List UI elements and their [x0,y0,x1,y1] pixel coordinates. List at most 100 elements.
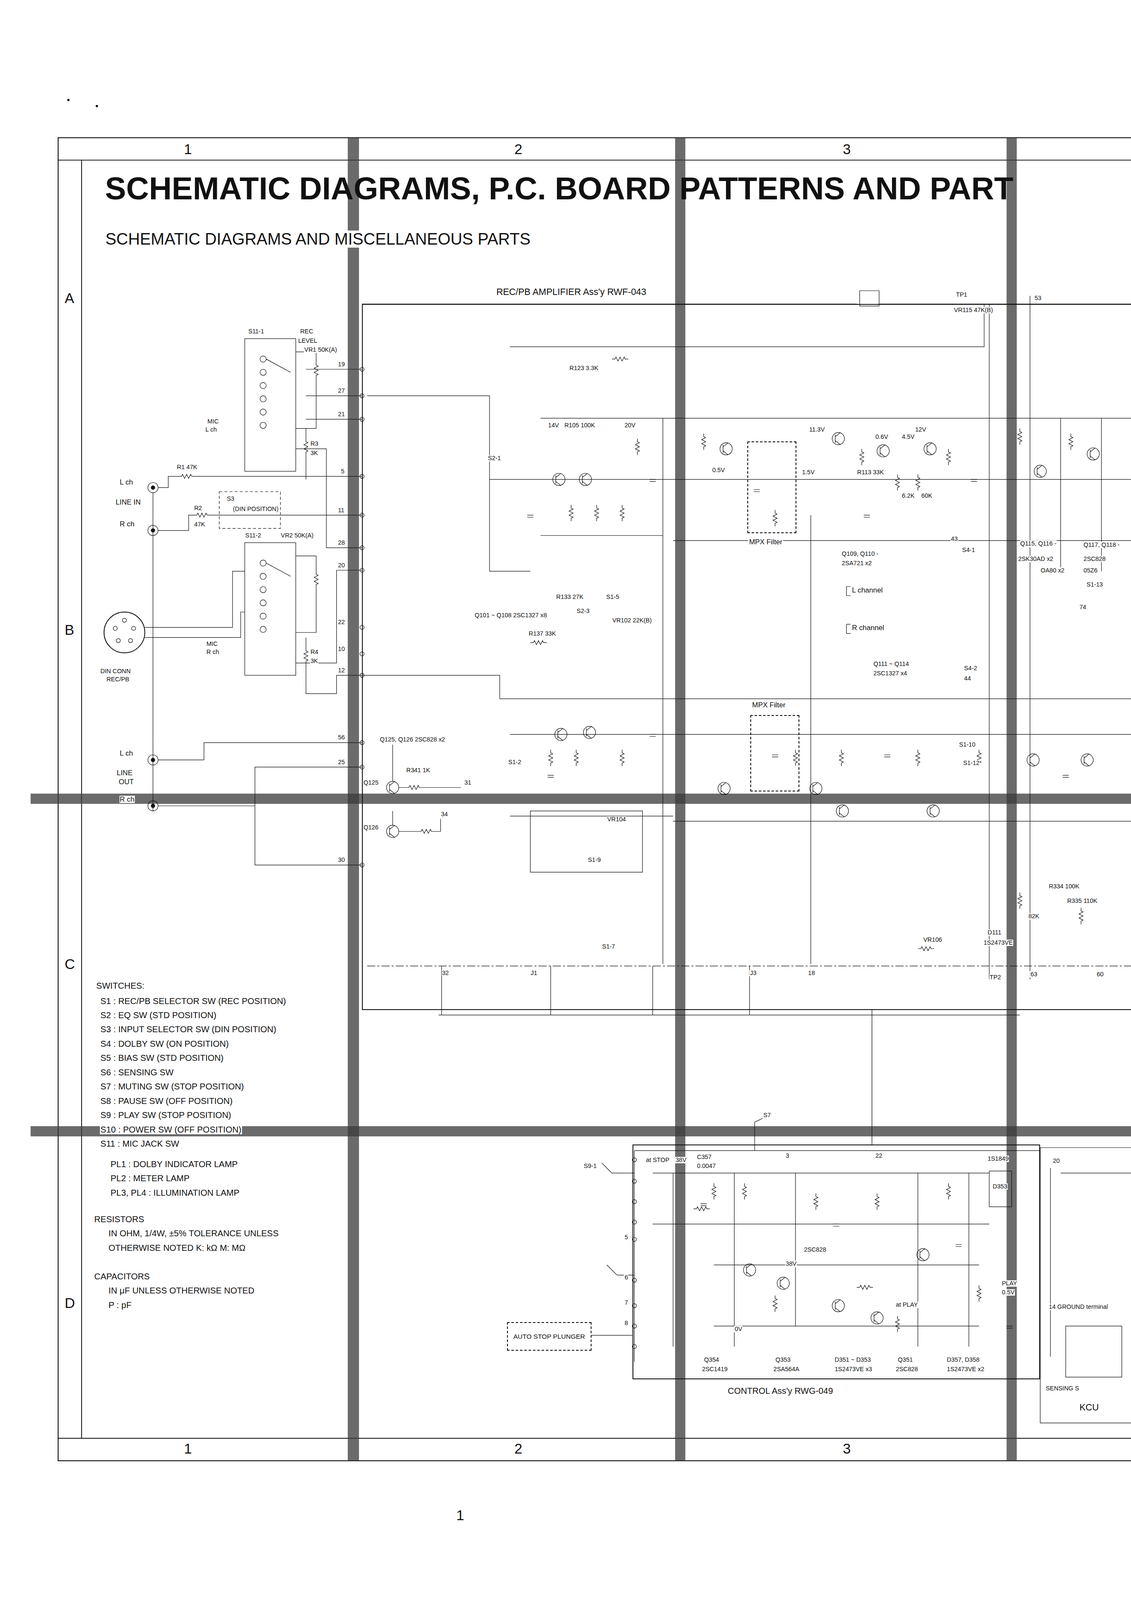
component-label: 31 [463,779,472,786]
component-label: 20V [623,422,636,429]
component-label: D111 [987,929,1002,936]
jack-symbol [147,525,158,536]
component-label: 22 [337,618,346,626]
component-label: 4.5V [901,433,915,441]
component-label: C357 [696,1153,712,1161]
component-label: L ch [119,749,134,758]
component-label: R2 [193,504,203,512]
wire-connector [591,1334,633,1336]
speck [96,104,98,107]
component-label: L ch [119,478,134,487]
jack-pin [151,528,155,533]
component-label: VR1 50K(A) [303,346,338,353]
component-label: S1-9 [587,856,601,863]
note-text: IN OHM, 1/4W, ±5% TOLERANCE UNLESS [107,1228,279,1238]
component-label: 18 [807,969,816,977]
component-label: 32 [441,969,450,977]
switch-outline [219,491,281,529]
component-label: D351 ~ D353 [834,1356,872,1363]
switch-contacts [259,355,291,633]
component-label: 30 [337,856,346,863]
component-label: 0.5V [711,466,726,474]
component-label: R ch [119,795,135,804]
component-label: 1S2473VE [983,939,1014,946]
component-label: 05Z6 [1083,567,1099,574]
component-label: 3K [309,449,319,457]
component-label: OA80 x2 [1040,567,1065,574]
component-label: R123 3.3K [568,364,599,372]
note-text: SWITCHES: [96,981,146,991]
component-label: VR106 [923,936,943,943]
speck [67,99,70,101]
component-label: LEVEL [297,337,318,344]
component-label: 0.5V [1001,1288,1015,1296]
switch-outline [244,338,296,472]
note-text: S3 : INPUT SELECTOR SW (DIN POSITION) [99,1024,277,1034]
component-label: R133 27K [555,593,584,601]
grid-reference: C [64,956,76,972]
component-label: 2SC828 [895,1365,919,1373]
component-label: 2SA721 x2 [841,559,872,567]
component-label: 20 [337,562,346,569]
component-label: 56 [337,734,346,741]
component-label: VR2 50K(A) [280,532,314,539]
page-title: SCHEMATIC DIAGRAMS, P.C. BOARD PATTERNS … [104,171,1014,206]
component-label: 43 [950,535,959,543]
component-label: 34 [440,810,449,818]
subtitle: SCHEMATIC DIAGRAMS AND MISCELLANEOUS PAR… [104,230,531,248]
component-label: 74 [1078,603,1087,611]
component-label: 63 [1029,970,1038,978]
component-label: Q111 ~ Q114 [872,660,910,668]
component-label: D353 [992,1183,1008,1190]
note-text: PL1 : DOLBY INDICATOR LAMP [110,1159,239,1169]
box-heading: CONTROL Ass'y RWG-049 [726,1385,834,1396]
component-label: REC/PB [106,676,130,683]
note-text: S6 : SENSING SW [99,1067,174,1077]
component-label: 11 [337,507,345,514]
component-label: TP1 [955,291,968,298]
component-label: 10 [337,645,346,653]
note-text: OTHERWISE NOTED K: kΩ M: MΩ [107,1243,246,1253]
box-heading: MPX Filter [748,538,784,546]
component-label: R1 47K [176,463,198,471]
note-text: PL2 : METER LAMP [110,1173,190,1183]
component-label: S1-12 [962,759,980,767]
component-label: S11-2 [244,532,262,539]
grid-reference: 2 [513,141,523,157]
component-label: 1S1849 [987,1155,1009,1162]
component-label: 1.5V [801,469,815,476]
component-label: S3 [226,495,235,502]
component-label: 8 [623,1319,629,1327]
component-label: 60 [1096,970,1105,978]
jack-pin [151,803,155,808]
component-label: Q109, Q110 - [841,550,879,557]
component-label: S1-7 [601,943,616,950]
component-label: 5 [340,468,345,475]
component-label: 1S2473VE x3 [834,1365,873,1373]
component-label: 2SC828 [1083,555,1107,563]
component-label: (DIN POSITION) [232,505,280,513]
component-label: R137 33K [528,630,557,637]
wire-connector [871,1009,872,1145]
component-label: 12 [337,667,346,674]
din-connector [104,612,146,653]
note-text: S9 : PLAY SW (STOP POSITION) [99,1110,232,1120]
resistor-symbols [178,356,1084,1332]
note-text: S8 : PAUSE SW (OFF POSITION) [99,1096,234,1106]
component-label: 3 [785,1152,790,1159]
wiring [144,290,1131,1423]
component-label: Q101 ~ Q108 2SC1327 x8 [474,612,548,619]
jack-symbol [147,482,158,493]
jack-pin [151,485,155,490]
note-text: CAPACITORS [93,1271,151,1281]
component-label: S7 [762,1111,772,1119]
component-label: 2SK30AD x2 [1017,555,1054,563]
component-label: TP2 [989,973,1002,981]
component-label: MIC [206,418,219,425]
component-label: 3K [309,657,319,665]
note-text: S4 : DOLBY SW (ON POSITION) [99,1039,230,1049]
jack-pin [151,757,155,762]
